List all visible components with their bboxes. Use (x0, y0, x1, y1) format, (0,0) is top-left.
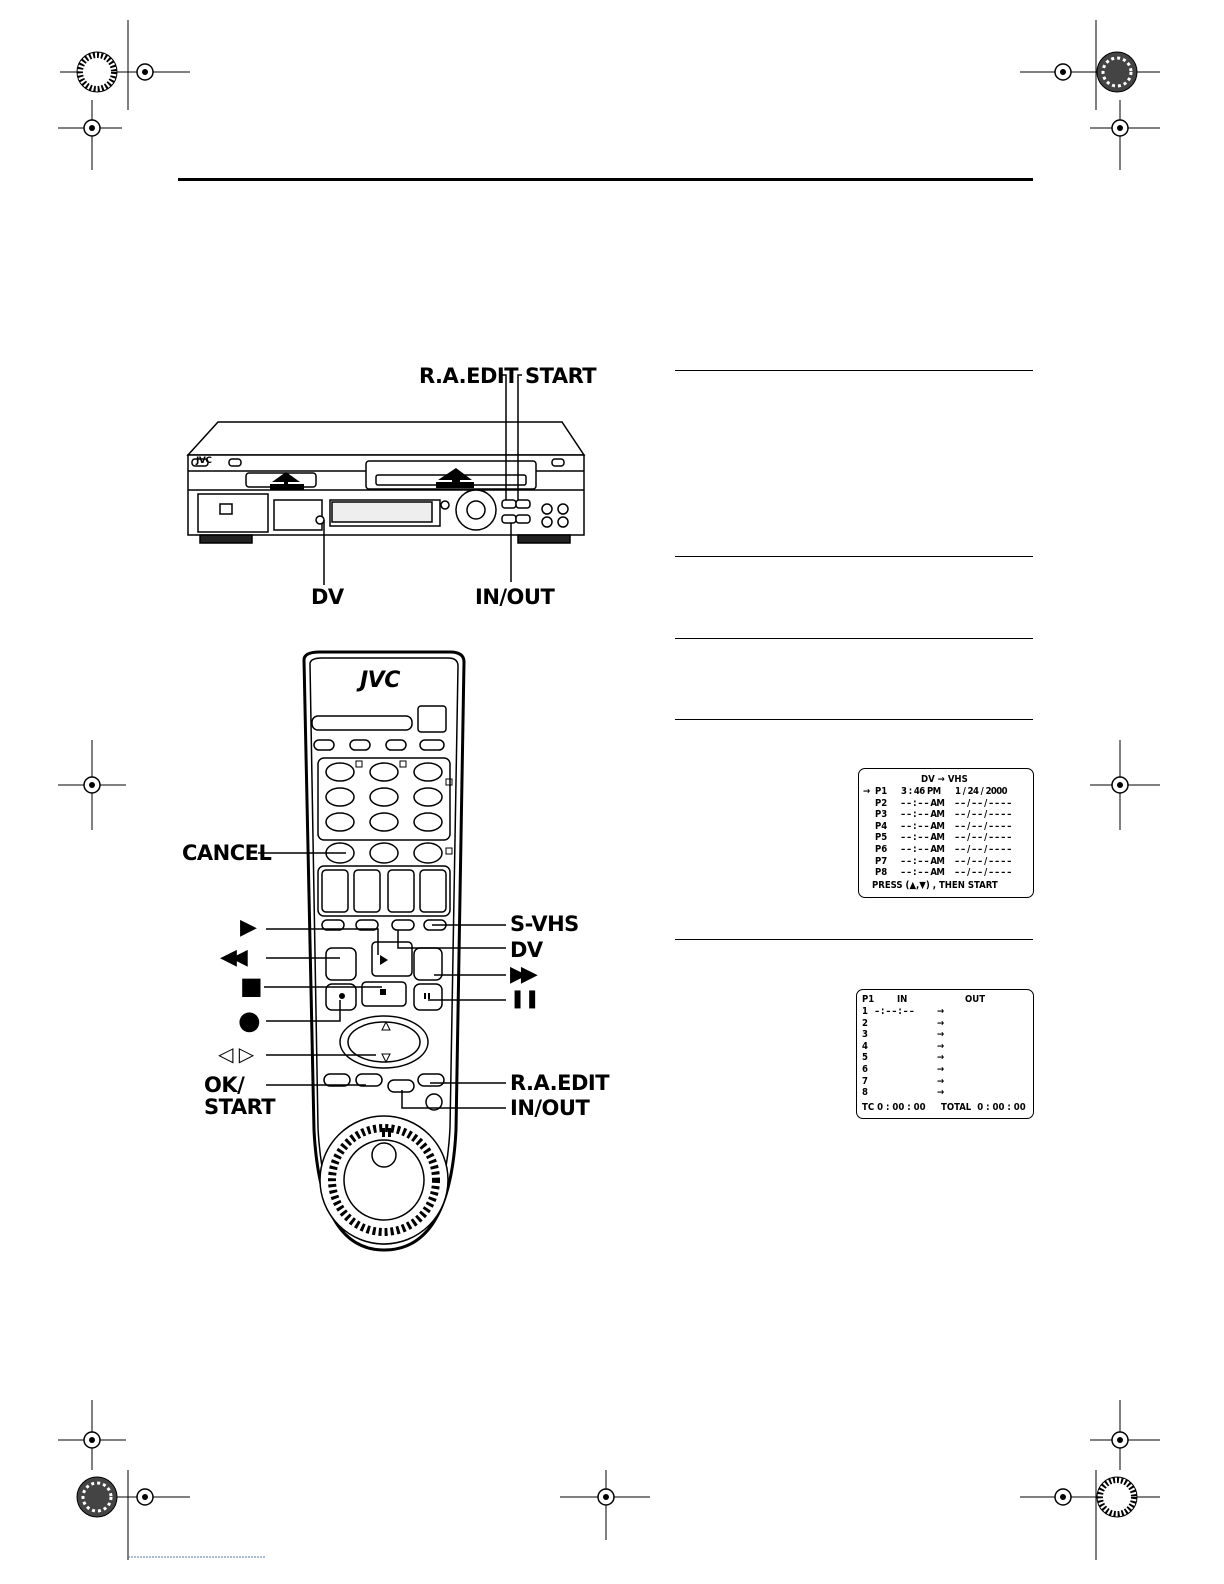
osd-program-row-prog: P7 (875, 855, 888, 867)
osd-program-row-prog: P1 (875, 786, 888, 797)
remote-illustration: JVC (290, 650, 480, 1260)
osd-program-row-time: – – : – – AM (901, 867, 945, 879)
osd-program-row-marker: → (863, 786, 871, 797)
osd-program-row-prog: P4 (875, 820, 888, 832)
remote-play-symbol: ▶ (240, 915, 257, 940)
remote-ff-symbol: ▶▶ (510, 962, 538, 987)
remote-pause-symbol: ❚❚ (510, 988, 540, 1009)
osd-edit-row-arrow: → (937, 1087, 945, 1099)
remote-stop-symbol: ■ (240, 972, 263, 1000)
osd-program-row-time: – – : – – AM (901, 844, 945, 855)
vcr-illustration: JVC (180, 360, 600, 620)
osd-edit-prog: P1 (862, 994, 875, 1005)
osd-program-row-prog: P3 (875, 809, 888, 821)
header-rule (178, 178, 1033, 181)
osd-edit-row-arrow: → (937, 1040, 945, 1052)
remote-ok-start-label-1: OK/ (204, 1073, 245, 1097)
osd-edit-row-arrow: → (937, 1017, 945, 1029)
osd-program-title: DV → VHS (921, 774, 968, 785)
section-rule-1 (675, 370, 1033, 371)
vcr-start-label: START (525, 364, 597, 388)
osd-program-row-time: – – : – – AM (901, 809, 945, 821)
osd-edit-row-num: 1 (862, 1006, 868, 1017)
osd-edit-row-arrow: → (937, 1075, 945, 1087)
vcr-dv-label: DV (311, 585, 344, 609)
osd-edit-row-arrow: → (937, 1029, 945, 1041)
osd-program-row-prog: P6 (875, 844, 888, 855)
remote-ok-start-label-2: START (204, 1095, 276, 1119)
section-rule-3 (675, 638, 1033, 639)
remote-cancel-label: CANCEL (182, 841, 272, 865)
osd-program-row-time: – – : – – AM (901, 820, 945, 832)
remote-s-vhs-label: S-VHS (510, 912, 579, 936)
osd-program-row-prog: P2 (875, 797, 888, 809)
osd-edit-tc: TC 0 : 00 : 00 (862, 1102, 926, 1113)
osd-edit-row-num: 7 (862, 1075, 868, 1087)
osd-program-row-date: – – / – – / – – – – (955, 855, 1011, 867)
osd-edit-out-header: OUT (965, 994, 986, 1005)
vcr-ra-edit-label: R.A.EDIT (419, 364, 519, 388)
osd-program-row-time: – – : – – AM (901, 832, 945, 844)
osd-edit-row-num: 5 (862, 1052, 868, 1064)
osd-edit-row-num: 3 (862, 1029, 868, 1041)
remote-record-symbol: ● (238, 1006, 261, 1036)
remote-brand-logo: JVC (360, 668, 400, 693)
osd-edit-total: TOTAL 0 : 00 : 00 (941, 1102, 1026, 1113)
osd-edit-in-header: IN (897, 994, 908, 1005)
osd-edit-row-num: 6 (862, 1064, 868, 1075)
osd-edit-row-num: 2 (862, 1017, 868, 1029)
osd-program-row-date: – – / – – / – – – – (955, 809, 1011, 821)
osd-program-row-time: – – : – – AM (901, 855, 945, 867)
osd-edit-row-num: 8 (862, 1087, 868, 1099)
osd-program-row-time: – – : – – AM (901, 797, 945, 809)
remote-ra-edit-label: R.A.EDIT (510, 1071, 610, 1095)
osd-program-footer: PRESS (▲,▼) , THEN START (872, 880, 998, 891)
osd-program-row-date: – – / – – / – – – – (955, 844, 1011, 855)
remote-arrows-symbol: ◁ ▷ (218, 1042, 254, 1066)
osd-program-row-date: – – / – – / – – – – (955, 797, 1011, 809)
remote-in-out-label: IN/OUT (510, 1096, 590, 1120)
osd-program-row-time: 3 : 46 PM (901, 786, 941, 797)
osd-program-row-prog: P5 (875, 832, 888, 844)
section-rule-5 (675, 939, 1033, 940)
vcr-in-out-label: IN/OUT (475, 585, 555, 609)
vcr-brand-logo: JVC (196, 456, 212, 466)
osd-edit-screen: P1 IN OUT 1– : – – : – –→2→3→4→5→6→7→8→ … (856, 989, 1034, 1119)
osd-program-row-date: – – / – – / – – – – (955, 867, 1011, 879)
osd-edit-row-arrow: → (937, 1006, 945, 1017)
osd-edit-row-in: – : – – : – – (875, 1006, 914, 1017)
remote-dv-label: DV (510, 938, 543, 962)
osd-edit-row-arrow: → (937, 1064, 945, 1075)
osd-program-row-date: 1 / 24 / 2000 (955, 786, 1008, 797)
section-rule-4 (675, 719, 1033, 720)
osd-edit-row-num: 4 (862, 1040, 868, 1052)
osd-program-row-date: – – / – – / – – – – (955, 820, 1011, 832)
section-rule-2 (675, 556, 1033, 557)
osd-edit-row-arrow: → (937, 1052, 945, 1064)
osd-program-row-date: – – / – – / – – – – (955, 832, 1011, 844)
remote-rewind-symbol: ◀◀ (220, 945, 248, 970)
osd-program-row-prog: P8 (875, 867, 888, 879)
